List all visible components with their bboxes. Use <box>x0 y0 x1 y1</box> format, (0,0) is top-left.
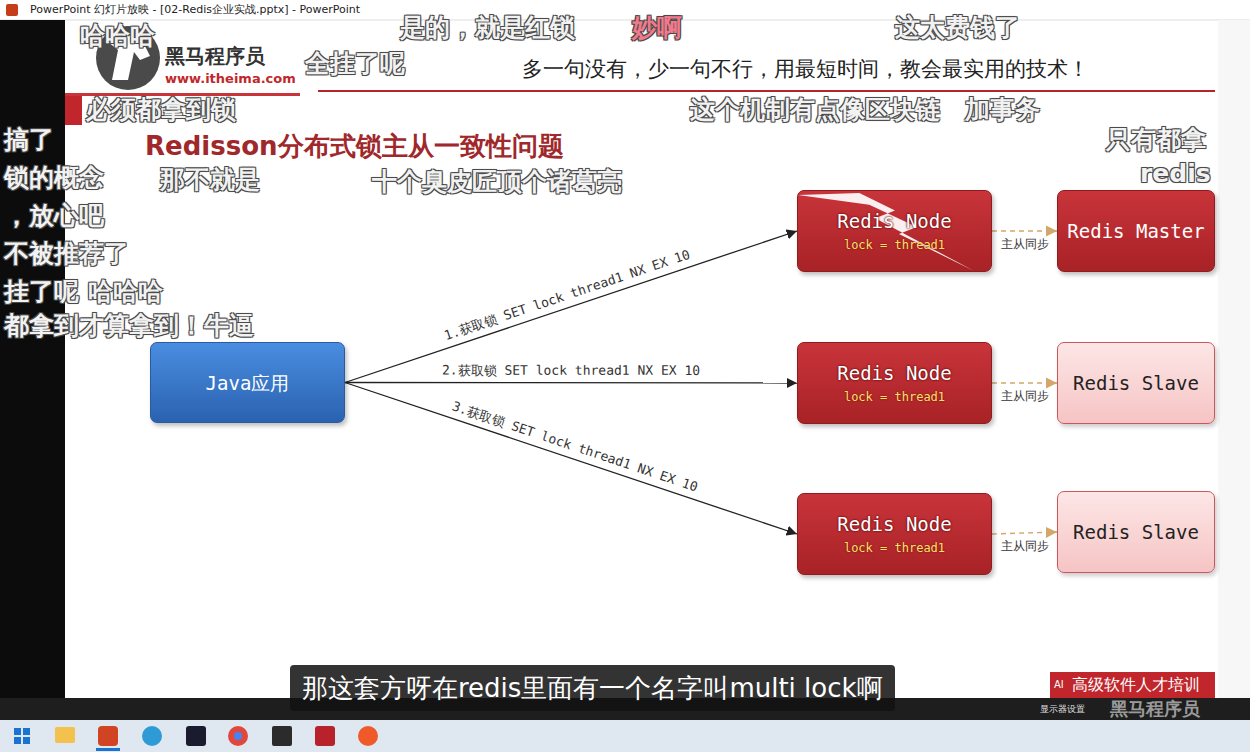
browser-icon <box>142 726 162 746</box>
lock-request-arrow <box>345 383 797 535</box>
chrome-icon <box>228 726 248 746</box>
app-icon <box>358 726 378 746</box>
node-name: Redis Node <box>837 512 951 536</box>
sync-label: 主从同步 <box>1001 389 1049 403</box>
redis-slave-box: Redis Slave <box>1057 491 1215 573</box>
powerpoint-icon <box>6 4 18 16</box>
slide-title: Redisson分布式锁主从一致性问题 <box>145 130 564 162</box>
sync-arrow <box>992 532 1057 534</box>
sync-arrow <box>992 382 1057 383</box>
redis-command: 2.获取锁 SET lock thread1 NX EX 10 <box>442 363 700 379</box>
redis-node-box: Redis Node lock = thread1 <box>797 493 992 575</box>
failure-lightning <box>798 193 974 271</box>
danmaku-comment: 搞了 <box>4 126 54 154</box>
redis-node-box: Redis Node lock = thread1 <box>797 190 992 272</box>
danmaku-comment: 只有都拿 <box>1106 126 1206 154</box>
left-black-strip <box>0 20 65 698</box>
danmaku-comment: 全挂了呢 <box>305 50 405 78</box>
slogan: 多一句没有，少一句不行，用最短时间，教会最实用的技术！ <box>522 56 1089 82</box>
danmaku-comment: 妙啊 <box>632 14 682 42</box>
lock-value: lock = thread1 <box>844 237 945 253</box>
folder-icon <box>55 727 75 743</box>
ide-icon <box>186 726 206 746</box>
redis-slave-box: Redis Slave <box>1057 342 1215 424</box>
danmaku-comment: 那不就是 <box>160 166 260 194</box>
danmaku-comment: 哈哈哈 <box>80 22 155 50</box>
danmaku-comment: 是的，就是红锁 <box>400 14 575 42</box>
danmaku-comment: 不被推荐了 <box>4 240 129 268</box>
redis-master-box: Redis Master <box>1057 190 1215 272</box>
node-name: Redis Node <box>837 209 951 233</box>
sync-label: 主从同步 <box>1001 237 1049 251</box>
danmaku-comment: ，放心吧 <box>4 202 104 230</box>
lock-value: lock = thread1 <box>844 540 945 556</box>
danmaku-comment: 必须都拿到锁 <box>86 96 236 124</box>
danmaku-comment: redis <box>1140 160 1211 188</box>
banner-text: 高级软件人才培训 <box>1072 675 1200 695</box>
taskbar <box>0 720 1250 752</box>
right-panel <box>1218 20 1250 698</box>
window-title: PowerPoint 幻灯片放映 - [02-Redis企业实战.pptx] -… <box>30 3 360 17</box>
danmaku-comment: 锁的概念 <box>4 164 104 192</box>
title-bar-border <box>0 20 1250 21</box>
redis-command: 3.获取锁 SET lock thread1 NX EX 10 <box>450 398 700 495</box>
node-name: Redis Slave <box>1073 520 1199 544</box>
sync-label: 主从同步 <box>1001 539 1049 553</box>
app-box: Java应用 <box>150 342 345 423</box>
lock-request-arrow <box>345 382 797 384</box>
ai-badge: AI <box>1054 679 1064 691</box>
redis-command: 1.获取锁 SET lock thread1 NX EX 10 <box>442 247 692 344</box>
danmaku-comment: 都拿到才算拿到！牛逼 <box>4 312 254 340</box>
chrome-icon <box>234 732 242 740</box>
node-name: Redis Node <box>837 361 951 385</box>
node-name: Redis Master <box>1067 219 1204 243</box>
windows-logo <box>14 737 21 744</box>
header-rule <box>318 90 1215 92</box>
sync-arrow <box>992 230 1057 231</box>
status-text: 显示器设置 <box>1040 704 1085 715</box>
windows-logo <box>23 737 30 744</box>
redis-icon <box>315 726 335 746</box>
lock-request-arrow <box>345 231 797 383</box>
node-name: Java应用 <box>206 371 290 395</box>
video-subtitle: 那这套方呀在redis里面有一个名字叫multi lock啊 <box>290 665 895 711</box>
redis-node-box: Redis Node lock = thread1 <box>797 342 992 424</box>
logo-name: 黑马程序员 <box>165 44 265 68</box>
terminal-icon <box>272 726 292 746</box>
danmaku-comment: 十个臭皮匠顶个诸葛亮 <box>372 168 622 196</box>
powerpoint-taskbar-icon <box>98 726 118 746</box>
lock-value: lock = thread1 <box>844 389 945 405</box>
header-block <box>65 96 82 125</box>
danmaku-comment: 这个机制有点像区块链 <box>690 96 940 124</box>
training-banner <box>1050 672 1215 698</box>
window-title-bar <box>0 0 1250 20</box>
danmaku-comment: 加事务 <box>965 96 1040 124</box>
active-indicator <box>96 748 120 751</box>
windows-logo <box>14 728 21 735</box>
node-name: Redis Slave <box>1073 371 1199 395</box>
watermark: 黑马程序员 <box>1110 698 1200 720</box>
logo-url: www.itheima.com <box>165 71 296 87</box>
danmaku-comment: 挂了呢 哈哈哈 <box>4 278 163 306</box>
windows-logo <box>23 728 30 735</box>
danmaku-comment: 这太费钱了 <box>895 14 1020 42</box>
